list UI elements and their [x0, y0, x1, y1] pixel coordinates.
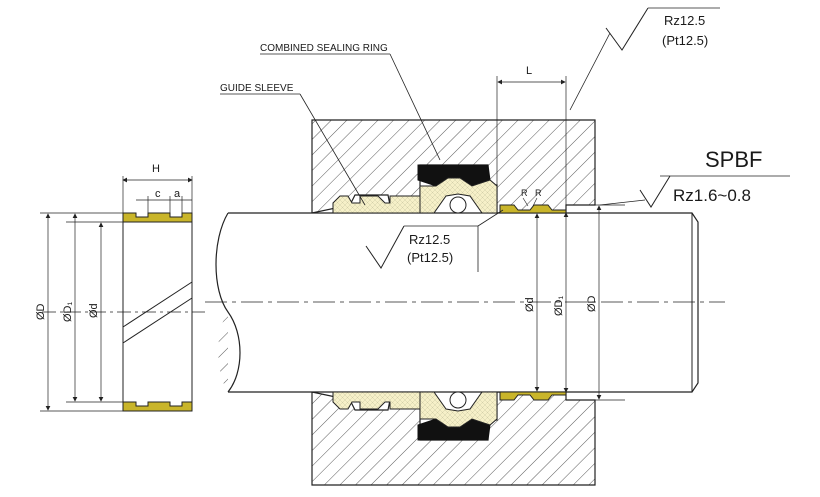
dim-left-d: Ød	[88, 303, 100, 318]
dim-left-D1: ØD₁	[62, 302, 74, 323]
housing-guide-band-bottom	[499, 391, 567, 401]
seal-lip-bottom	[419, 391, 498, 428]
label-combined-sealing-ring: COMBINED SEALING RING	[260, 43, 388, 54]
annotations: COMBINED SEALING RING GUIDE SLEEVE Rz12.…	[220, 7, 790, 272]
roughness-symbol-shaft	[639, 175, 671, 208]
guide-sleeve-top	[332, 195, 421, 214]
dim-right-D: ØD	[586, 295, 598, 312]
label-groove-pt: (Pt12.5)	[662, 33, 708, 48]
label-model: SPBF	[705, 147, 762, 172]
dim-right-D1: ØD₁	[553, 296, 565, 317]
label-bore-rz: Rz12.5	[409, 232, 450, 247]
seal-lip-top	[419, 177, 498, 214]
dim-R1: R	[521, 188, 528, 198]
shaft	[205, 212, 725, 393]
roughness-symbol-bore	[365, 225, 405, 269]
label-groove-rz: Rz12.5	[664, 13, 705, 28]
dim-H: H	[152, 163, 160, 175]
housing-guide-band-top	[499, 204, 567, 214]
guide-sleeve-bottom	[332, 391, 421, 410]
housing	[311, 119, 596, 486]
right-dimensions: L R R Ød ØD₁ ØD	[496, 65, 625, 401]
guide-band-top	[122, 212, 193, 223]
roughness-symbol-groove	[605, 7, 649, 51]
dim-L: L	[526, 65, 532, 77]
housing-guide-band	[499, 204, 567, 401]
dim-right-d: Ød	[524, 297, 536, 312]
dim-a: a	[174, 188, 181, 200]
dim-c: c	[155, 188, 161, 200]
guide-band-section: H c a ØD ØD₁ Ød	[35, 163, 205, 412]
dim-R2: R	[535, 188, 542, 198]
guide-band-bottom	[122, 401, 193, 412]
guide-sleeve	[332, 195, 421, 410]
dim-left-D: ØD	[35, 303, 47, 320]
combined-sealing-ring	[417, 164, 498, 441]
label-bore-pt: (Pt12.5)	[407, 250, 453, 265]
label-shaft-finish: Rz1.6~0.8	[673, 186, 751, 205]
label-guide-sleeve: GUIDE SLEEVE	[220, 83, 294, 94]
